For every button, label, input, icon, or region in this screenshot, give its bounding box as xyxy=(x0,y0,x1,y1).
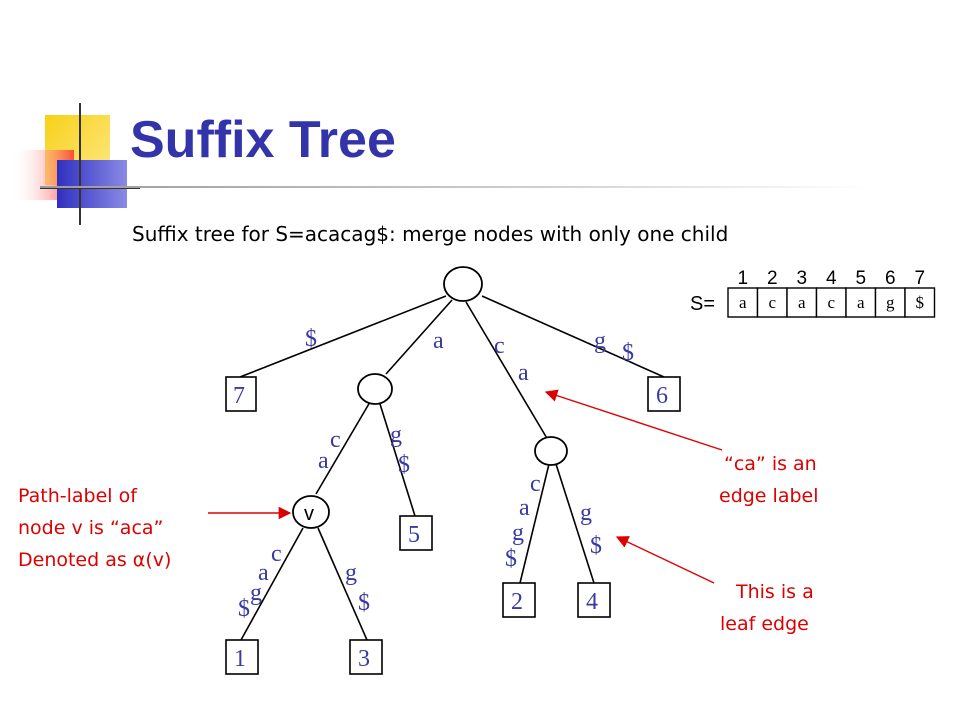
edge-labels: $ a c a g $ c a g $ c a g $ g $ c a g $ … xyxy=(238,326,634,622)
title-underline xyxy=(40,186,870,188)
leaf-7-box xyxy=(225,376,257,412)
edge-label-root-6-dollar: $ xyxy=(622,340,634,366)
string-char-3: a xyxy=(798,293,806,312)
char-cells: a c a c a g $ xyxy=(727,287,936,318)
edge-label-a-5-dollar: $ xyxy=(398,452,410,478)
leaf-3-label: 3 xyxy=(358,646,370,672)
edge-label-ca-2-c: c xyxy=(530,471,541,497)
tree-edges xyxy=(239,295,665,641)
string-cell-5 xyxy=(845,287,877,318)
arrow-to-edge-label xyxy=(544,389,723,451)
leaf-5-label: 5 xyxy=(408,522,420,548)
leaf-2-box xyxy=(502,582,536,618)
leaf-3-box xyxy=(349,639,383,675)
string-char-5: a xyxy=(857,293,865,312)
edge-label-root-6-g: g xyxy=(594,328,606,354)
edge-label-v-1-c: c xyxy=(271,541,282,567)
string-position-2: 2 xyxy=(767,268,778,289)
node-ca xyxy=(534,436,568,466)
edge-label-v-3-dollar: $ xyxy=(358,590,370,616)
edge-root-a xyxy=(385,299,453,375)
edge-label-ca-2-dollar: $ xyxy=(505,546,517,572)
edge-label-ca-2-g: g xyxy=(512,520,524,546)
node-v xyxy=(292,495,330,529)
edge-label-root-ca-a: a xyxy=(518,360,529,386)
string-char-2: c xyxy=(768,293,776,312)
internal-nodes xyxy=(292,266,568,529)
annotation-arrows xyxy=(208,389,723,584)
root-node xyxy=(443,266,483,302)
blue-square xyxy=(57,160,127,208)
string-cell-4 xyxy=(815,287,847,318)
leaf-4-label: 4 xyxy=(586,589,598,615)
edge-label-root-a: a xyxy=(433,328,444,354)
path-label-note-line3: Denoted as α(v) xyxy=(18,549,171,571)
decorative-squares xyxy=(12,103,140,225)
leaf-1-box xyxy=(225,639,259,675)
edge-label-root-ca-c: c xyxy=(494,333,505,359)
path-label-note-line2: node v is “aca” xyxy=(18,517,163,539)
leaf-4-box xyxy=(577,582,611,618)
edge-root-6 xyxy=(481,295,665,378)
leaf-5-box xyxy=(399,515,433,551)
edge-ca-4 xyxy=(555,463,595,584)
edge-label-ca-4-dollar: $ xyxy=(590,533,602,559)
edge-a-5 xyxy=(379,403,416,517)
edge-root-7 xyxy=(239,295,447,378)
edge-ca-2 xyxy=(519,463,550,584)
string-position-7: 7 xyxy=(914,268,925,289)
node-v-label: v xyxy=(304,503,314,525)
leaf-1-label: 1 xyxy=(234,646,246,672)
string-char-6: g xyxy=(886,293,895,312)
string-char-4: c xyxy=(827,293,835,312)
string-label: S= xyxy=(690,293,715,315)
edge-label-a-v-c: c xyxy=(330,427,341,453)
leaf-6-box xyxy=(647,376,681,412)
string-cell-3 xyxy=(786,287,818,318)
leaf-2-label: 2 xyxy=(511,589,523,615)
string-position-3: 3 xyxy=(796,268,807,289)
node-a xyxy=(357,373,393,405)
leaf-6-label: 6 xyxy=(656,383,668,409)
string-position-1: 1 xyxy=(737,268,748,289)
edge-label-v-1-g: g xyxy=(250,580,262,606)
leaf-edge-note-line2: leaf edge xyxy=(720,613,809,635)
edge-label-a-5-g: g xyxy=(390,422,402,448)
leaf-edge-note-line1: This is a xyxy=(735,581,814,603)
edge-label-note-line2: edge label xyxy=(719,485,819,507)
string-cell-1 xyxy=(727,287,759,318)
leaf-labels: 7 6 5 1 3 2 4 xyxy=(233,383,668,672)
string-char-1: a xyxy=(739,293,747,312)
string-position-6: 6 xyxy=(885,268,896,289)
edge-label-a-v-a: a xyxy=(318,448,329,474)
string-position-4: 4 xyxy=(826,268,837,289)
path-label-note-line1: Path-label of xyxy=(18,485,138,507)
edge-label-v-1-dollar: $ xyxy=(238,596,250,622)
slide-title: Suffix Tree xyxy=(130,111,396,169)
leaf-7-label: 7 xyxy=(233,383,245,409)
string-char-7: $ xyxy=(916,293,925,312)
annotation-texts: Path-label of node v is “aca” Denoted as… xyxy=(18,453,819,635)
edge-root-ca xyxy=(465,301,549,441)
string-cell-7 xyxy=(904,287,936,318)
arrow-to-leaf-edge xyxy=(615,536,715,584)
edge-v-1 xyxy=(240,527,304,641)
string-cell-6 xyxy=(874,287,906,318)
leaf-nodes xyxy=(225,376,681,675)
string-position-5: 5 xyxy=(855,268,866,289)
edge-label-ca-4-g: g xyxy=(580,500,592,526)
edge-a-v xyxy=(315,401,371,495)
edge-label-root-7: $ xyxy=(305,326,317,352)
edge-label-ca-2-a: a xyxy=(519,495,530,521)
edge-label-v-3-g: g xyxy=(345,560,357,586)
edge-v-3 xyxy=(317,527,368,641)
slide-subtitle: Suffix tree for S=acacag$: merge nodes w… xyxy=(132,222,729,246)
edge-label-note-line1: “ca” is an xyxy=(724,453,817,475)
edge-label-v-1-a: a xyxy=(258,560,269,586)
